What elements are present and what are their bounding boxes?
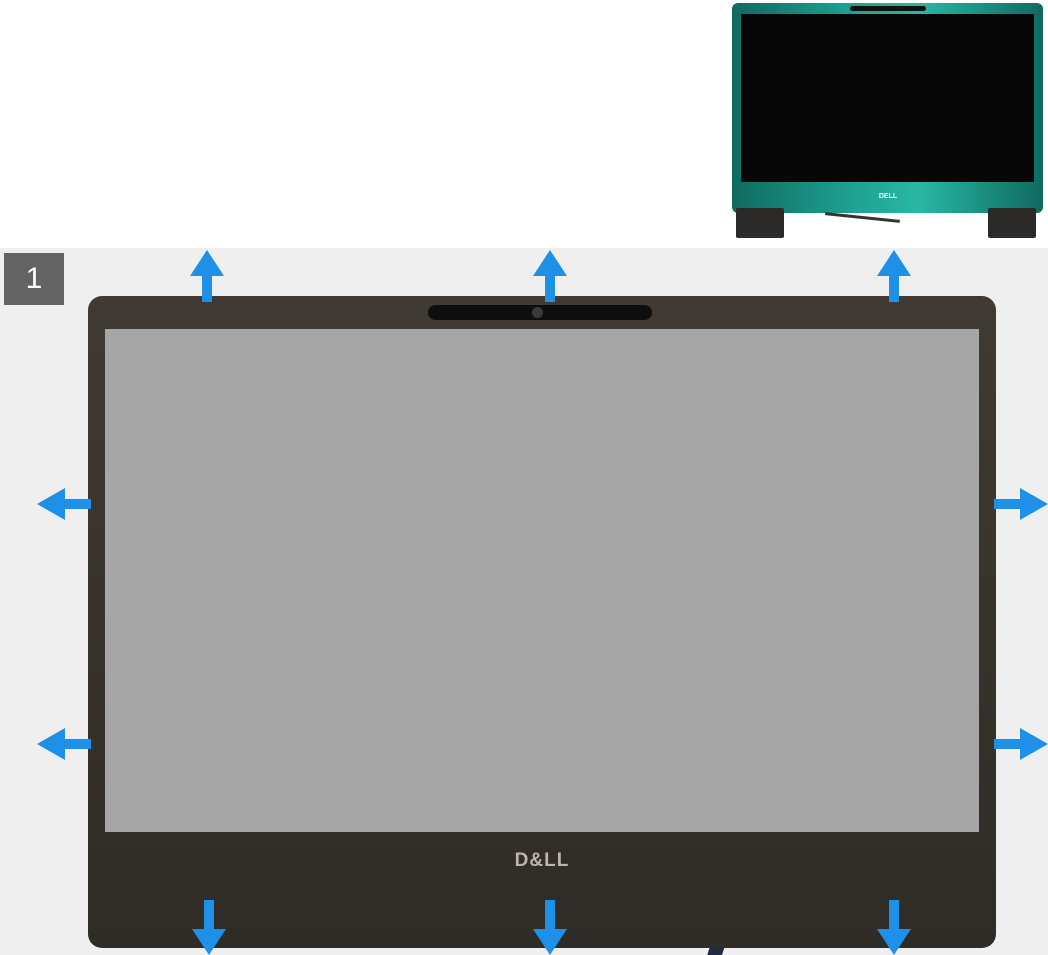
thumbnail-cable	[825, 212, 900, 223]
thumbnail-bezel: DELL	[732, 3, 1043, 213]
camera-bar	[428, 305, 652, 320]
arrow-right-icon	[994, 728, 1048, 760]
display-assembly-thumbnail: DELL	[730, 3, 1045, 243]
thumbnail-camera-bar	[850, 6, 926, 11]
thumbnail-logo: DELL	[868, 191, 908, 203]
arrow-left-icon	[37, 488, 91, 520]
thumbnail-left-hinge	[736, 208, 784, 238]
arrow-up-icon	[877, 250, 911, 302]
display-panel	[105, 329, 979, 832]
arrow-up-icon	[533, 250, 567, 302]
step-panel: 1 D&LL	[0, 248, 1048, 955]
step-number-badge: 1	[4, 253, 64, 305]
camera-lens	[532, 307, 543, 318]
arrow-down-icon	[192, 900, 226, 955]
bezel-logo: D&LL	[492, 850, 592, 872]
display-bezel: D&LL	[88, 296, 996, 948]
arrow-right-icon	[994, 488, 1048, 520]
thumbnail-screen	[741, 14, 1034, 182]
arrow-left-icon	[37, 728, 91, 760]
arrow-down-icon	[877, 900, 911, 955]
thumbnail-right-hinge	[988, 208, 1036, 238]
arrow-down-icon	[533, 900, 567, 955]
arrow-up-icon	[190, 250, 224, 302]
